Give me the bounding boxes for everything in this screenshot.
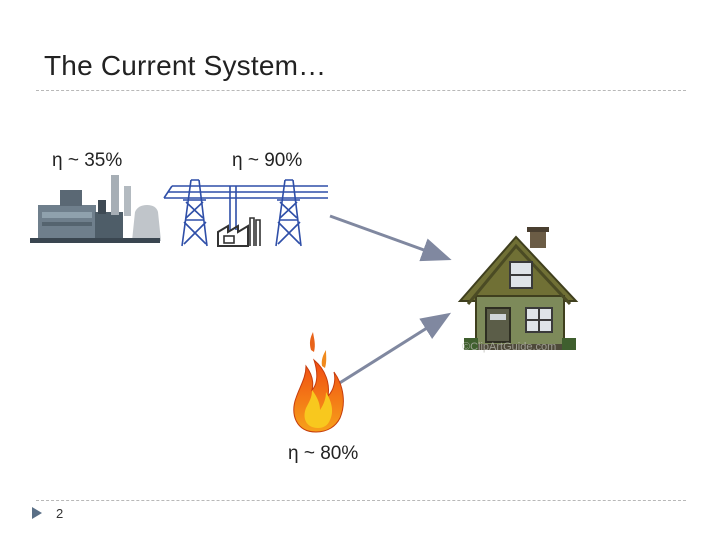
title-divider [36, 90, 686, 91]
house-icon: ©ClipArtGuide.com [457, 227, 579, 353]
footer-divider [36, 500, 686, 501]
page-number: 2 [56, 506, 64, 521]
slide-title: The Current System… [44, 50, 327, 81]
furnace-to-house-arrow [337, 312, 452, 386]
transmission-efficiency-label: η ~ 90% [232, 150, 303, 171]
flame-icon [293, 332, 344, 433]
transmission-tower-icon [163, 179, 328, 247]
slide-bullet-icon [32, 507, 42, 519]
power-plant-efficiency-label: η ~ 35% [52, 150, 123, 171]
furnace-efficiency-label: η ~ 80% [288, 443, 359, 464]
house-watermark: ©ClipArtGuide.com [462, 341, 556, 353]
grid-to-house-arrow [329, 214, 452, 262]
power-plant-icon [30, 175, 161, 243]
